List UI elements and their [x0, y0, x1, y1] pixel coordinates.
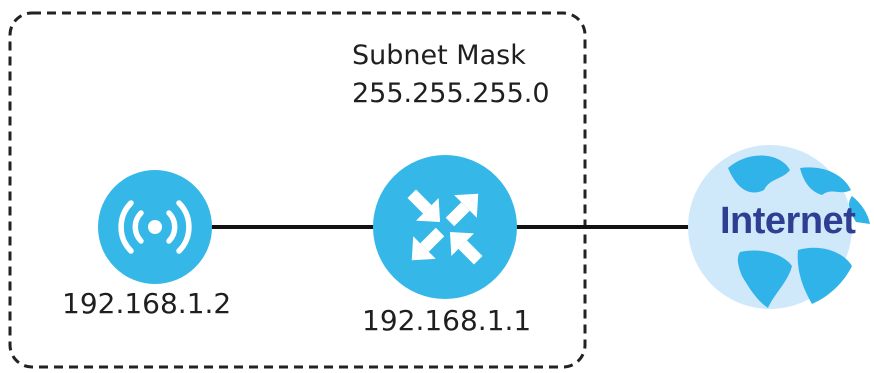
router-icon [373, 155, 517, 299]
router-ip-label: 192.168.1.1 [362, 304, 532, 337]
access-point-ip-label: 192.168.1.2 [62, 287, 232, 320]
subnet-mask-title: Subnet Mask [352, 40, 526, 71]
internet-label: Internet [720, 200, 856, 242]
wireless-access-point-icon [98, 170, 212, 284]
subnet-mask-value: 255.255.255.0 [352, 78, 550, 109]
subnet-boundary [8, 11, 587, 369]
globe-icon [688, 145, 870, 309]
